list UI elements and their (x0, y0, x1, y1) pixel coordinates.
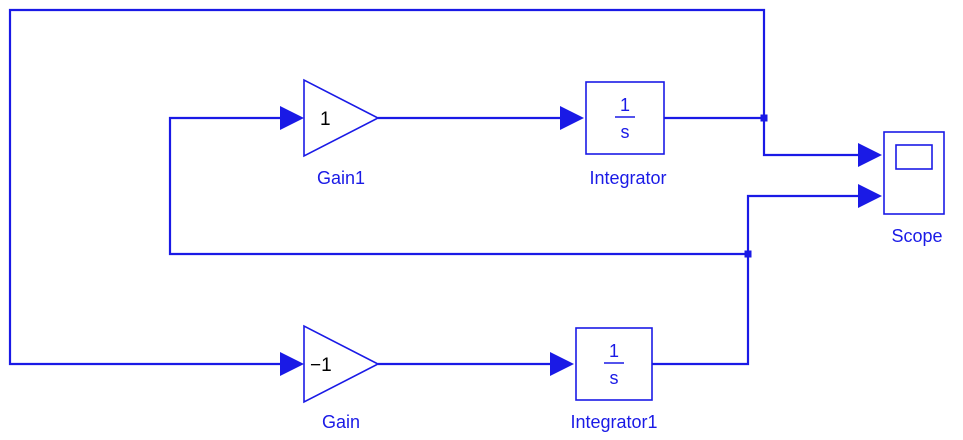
integrator1-label: Integrator1 (570, 412, 657, 432)
wire-integrator1-to-scope[interactable] (652, 194, 858, 366)
integrator-denominator: s (621, 122, 630, 142)
integrator-numerator: 1 (620, 95, 630, 115)
arrowhead-scope-in1 (858, 143, 882, 167)
integrator-label: Integrator (589, 168, 666, 188)
scope-block[interactable] (883, 131, 945, 215)
integrator1-block[interactable]: 1 s (575, 327, 653, 401)
gain-value: −1 (310, 355, 332, 376)
gain1-triangle (303, 78, 380, 158)
wire-feedback-to-gain[interactable] (8, 8, 766, 366)
scope-label: Scope (891, 226, 942, 246)
scope-screen-icon (895, 144, 933, 170)
arrowhead-integrator1-in (550, 352, 574, 376)
arrowhead-integrator-in (560, 106, 584, 130)
integrator1-box (575, 327, 653, 401)
gain-block[interactable]: −1 (303, 324, 380, 404)
gain1-block[interactable]: 1 (303, 78, 380, 158)
branch-point-integrator (760, 114, 768, 122)
gain1-label: Gain1 (317, 168, 365, 188)
wire-feedback-to-gain1[interactable] (168, 116, 748, 256)
integrator1-denominator: s (610, 368, 619, 388)
gain1-value: 1 (320, 109, 331, 130)
gain-label: Gain (322, 412, 360, 432)
arrowhead-gain-in (280, 352, 304, 376)
branch-point-integrator1 (744, 250, 752, 258)
integrator-block[interactable]: 1 s (585, 81, 665, 155)
arrowhead-scope-in2 (858, 184, 882, 208)
wire-integrator-to-scope[interactable] (664, 116, 858, 157)
gain-triangle (303, 324, 380, 404)
integrator1-numerator: 1 (609, 341, 619, 361)
arrowhead-gain1-in (280, 106, 304, 130)
integrator-box (585, 81, 665, 155)
